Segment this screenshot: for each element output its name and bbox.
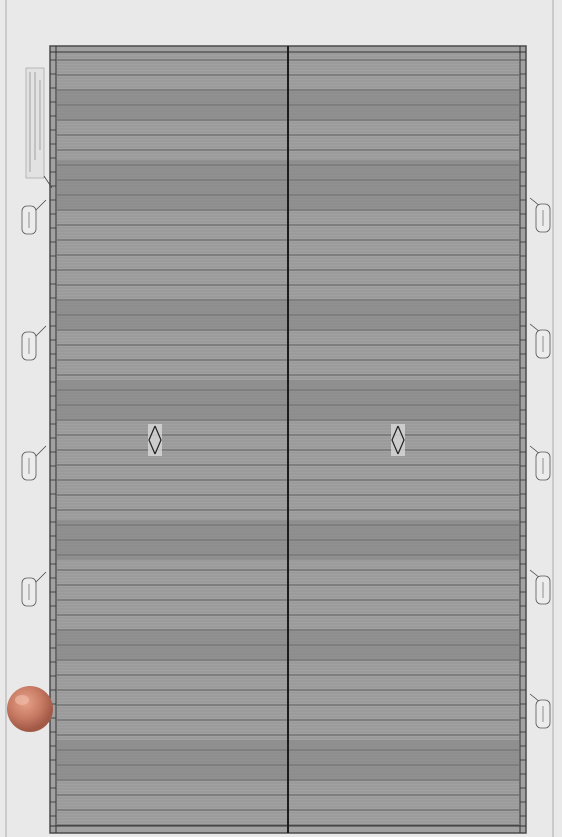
double-arrow-icon <box>391 424 405 456</box>
right-callout <box>529 693 551 729</box>
left-callout <box>21 571 47 607</box>
left-callout <box>21 199 47 235</box>
double-arrow-icon <box>148 424 162 456</box>
right-callout <box>529 569 551 605</box>
orange-ball-icon <box>7 686 53 732</box>
right-callout <box>529 197 551 233</box>
right-callout <box>529 445 551 481</box>
right-callout <box>529 323 551 359</box>
left-callout <box>21 325 47 361</box>
left-edge-ticks <box>50 59 56 817</box>
leader-note-icon <box>25 67 53 189</box>
right-edge-ticks <box>520 59 526 817</box>
left-callout <box>21 445 47 481</box>
